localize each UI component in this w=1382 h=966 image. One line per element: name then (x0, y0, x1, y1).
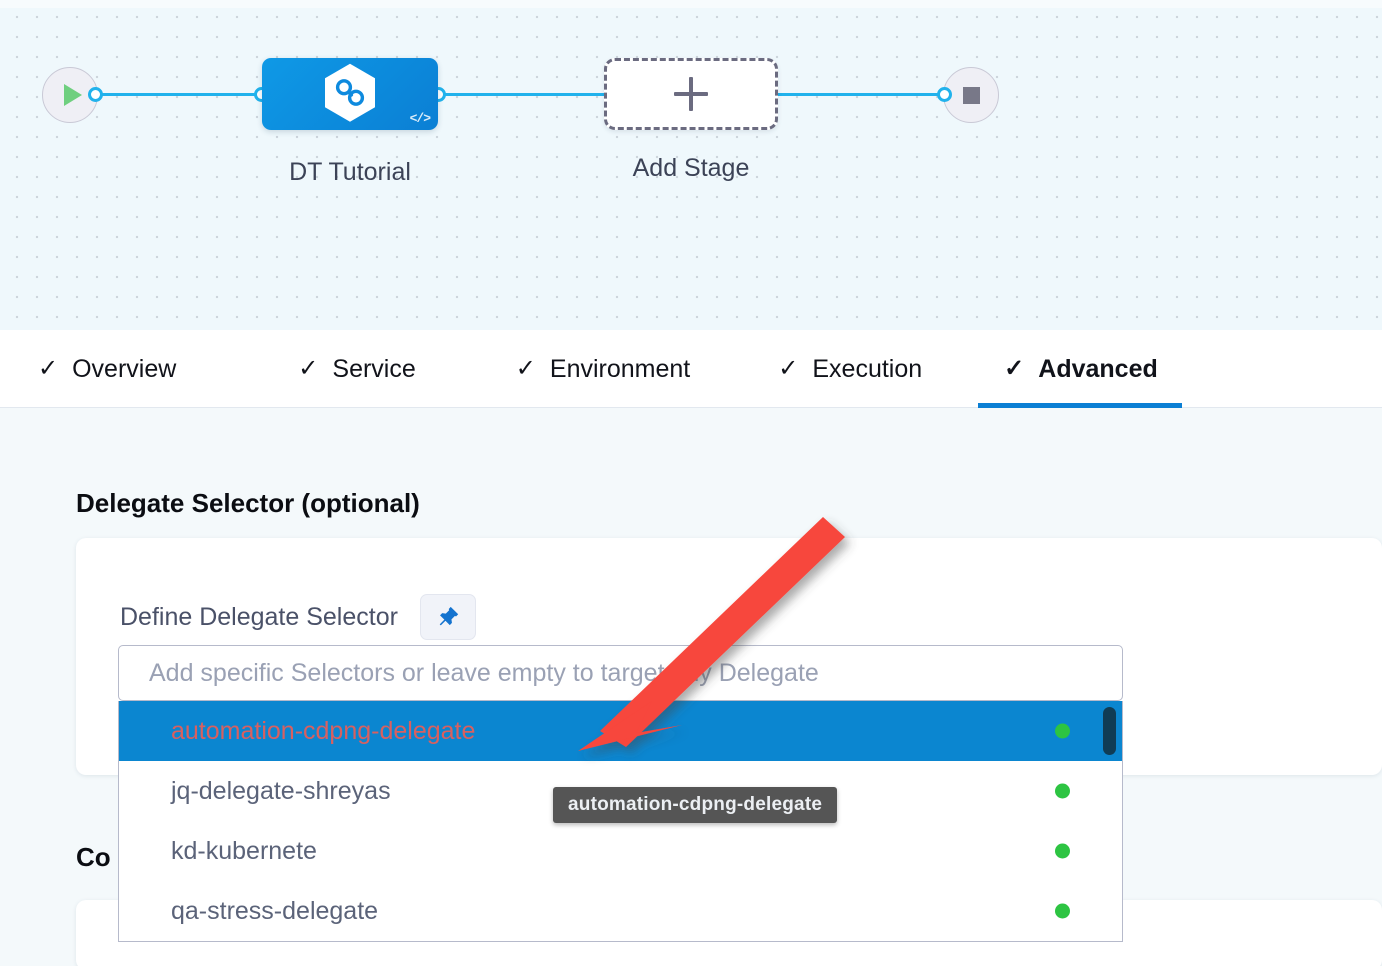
delegate-tooltip: automation-cdpng-delegate (553, 787, 838, 823)
pushpin-glyph (439, 606, 459, 626)
delegate-option-qa-stress-delegate[interactable]: qa-stress-delegate (119, 881, 1122, 941)
tab-overview[interactable]: ✓ Overview (38, 330, 176, 408)
option-label: kd-kubernete (171, 836, 317, 865)
define-delegate-selector-row: Define Delegate Selector (120, 594, 476, 640)
option-label: automation-cdpng-delegate (171, 716, 476, 745)
stage-node-dt-tutorial[interactable]: </> (262, 58, 438, 130)
add-stage-button[interactable] (604, 58, 778, 130)
play-icon (63, 84, 82, 106)
option-label: jq-delegate-shreyas (171, 776, 391, 805)
delegate-selector-dropdown: Add specific Selectors or leave empty to… (118, 645, 1123, 942)
tab-execution-label: Execution (812, 354, 923, 383)
pipeline-end-node[interactable] (943, 67, 999, 123)
tab-environment[interactable]: ✓ Environment (516, 330, 690, 408)
canvas-top-edge (0, 0, 1382, 8)
delegate-option-automation-cdpng-delegate[interactable]: automation-cdpng-delegate (119, 701, 1122, 761)
delegate-option-list[interactable]: automation-cdpng-delegate jq-delegate-sh… (118, 701, 1123, 942)
pipeline-start-node[interactable] (42, 67, 98, 123)
tab-advanced-label: Advanced (1038, 354, 1158, 383)
stage-node-label: DT Tutorial (289, 158, 411, 186)
end-node-port[interactable] (937, 87, 952, 102)
status-dot-icon (1055, 843, 1070, 859)
status-dot-icon (1055, 783, 1070, 799)
status-dot-icon (1055, 903, 1070, 919)
check-icon: ✓ (515, 355, 536, 382)
check-icon: ✓ (298, 355, 319, 382)
pushpin-icon[interactable] (419, 594, 476, 640)
tab-overview-label: Overview (72, 354, 177, 383)
tab-advanced[interactable]: ✓ Advanced (978, 330, 1182, 408)
tab-environment-label: Environment (549, 354, 691, 383)
option-label: qa-stress-delegate (171, 896, 379, 925)
status-dot-icon (1055, 723, 1070, 739)
stage-config-tabs: ✓ Overview ✓ Service ✓ Environment ✓ Exe… (0, 330, 1382, 408)
delegate-option-kd-kubernete[interactable]: kd-kubernete (119, 821, 1122, 881)
dropdown-scrollbar-thumb[interactable] (1103, 707, 1116, 755)
tab-service-label: Service (332, 354, 416, 383)
check-icon: ✓ (1004, 355, 1025, 382)
check-icon: ✓ (778, 355, 799, 382)
tab-service[interactable]: ✓ Service (298, 330, 415, 408)
check-icon: ✓ (38, 355, 59, 382)
secondary-section-heading: Co (76, 842, 111, 872)
stop-icon (962, 86, 980, 104)
add-stage-label: Add Stage (632, 154, 750, 182)
delegate-selector-placeholder: Add specific Selectors or leave empty to… (149, 658, 819, 687)
delegate-selector-heading: Delegate Selector (optional) (76, 488, 420, 518)
plus-icon-bar (674, 92, 708, 96)
harness-hex-icon (325, 63, 375, 122)
pipeline-canvas[interactable]: </> DT Tutorial Add Stage (0, 0, 1382, 330)
start-node-port[interactable] (88, 87, 103, 102)
connector-start-to-stage (92, 93, 272, 96)
define-delegate-selector-label: Define Delegate Selector (120, 602, 398, 631)
tab-execution[interactable]: ✓ Execution (778, 330, 922, 408)
code-icon: </> (409, 111, 431, 126)
delegate-option-jq-delegate-shreyas[interactable]: jq-delegate-shreyas (119, 761, 1122, 821)
delegate-selector-input[interactable]: Add specific Selectors or leave empty to… (118, 645, 1123, 701)
